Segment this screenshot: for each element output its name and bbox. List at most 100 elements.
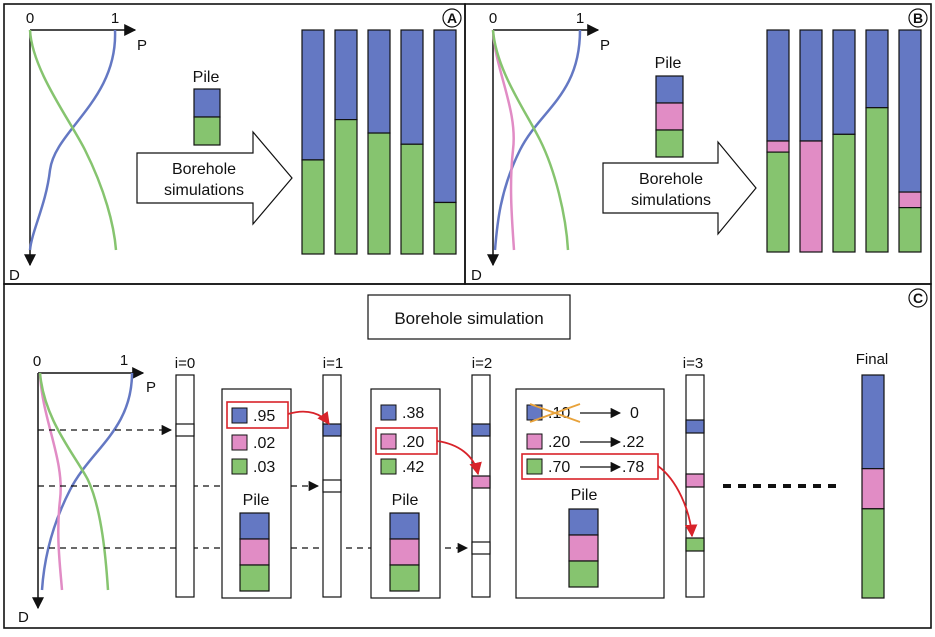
borehole-i1-cell-empty [322, 479, 342, 493]
prob-box-2: .38 .20 .42 Pile [370, 388, 441, 599]
panel-a: A 0 1 P D Pile Borehole simulations [9, 8, 462, 284]
panel-b: B 0 1 P D Pile Borehole simulations [471, 8, 928, 284]
panel-a-borehole-3-green [367, 132, 391, 255]
prob-box-1-value-green: .03 [253, 459, 275, 476]
prob-box-1-value-pink: .02 [253, 435, 275, 452]
panel-a-pile-green [193, 116, 221, 146]
panel-a-axis-one: 1 [111, 10, 119, 27]
prob-box-2-swatch-pink [380, 433, 397, 450]
svg-text:C: C [913, 290, 923, 306]
panel-b-pile-pink [655, 102, 684, 131]
svg-text:B: B [913, 10, 923, 26]
panel-a-pile-label: Pile [193, 69, 220, 86]
panel-c-title-box: Borehole simulation [367, 294, 571, 340]
step-label-i3: i=3 [683, 355, 703, 372]
panel-b-borehole-1-pink [766, 140, 790, 153]
panel-c-curve-pink [38, 372, 64, 591]
panel-b-curve-green [491, 29, 570, 251]
prob-box-1-swatch-pink [231, 434, 248, 451]
ellipsis-dots [723, 484, 836, 488]
prob-box-3-to-green: .78 [622, 459, 644, 476]
prob-box-3: .10 0 .20 .22 .70 .78 Pile [515, 388, 665, 599]
panel-b-borehole-3-green [832, 133, 856, 253]
panel-b-borehole-1-green [766, 151, 790, 253]
prob-box-2-swatch-blue [380, 404, 397, 421]
panel-c-axis-d: D [18, 609, 29, 626]
prob-box-3-swatch-green [526, 458, 543, 475]
prob-box-2-value-blue: .38 [402, 405, 424, 422]
red-arrow-1 [287, 410, 330, 426]
panel-b-axes: 0 1 P D [471, 10, 610, 284]
prob-box-2-swatch-green [380, 458, 397, 475]
panel-b-pile [655, 75, 684, 158]
panel-b-borehole-4-green [865, 107, 889, 253]
panel-a-borehole-2-green [334, 118, 358, 255]
panel-b-borehole-5-blue [898, 29, 922, 193]
svg-text:Borehole: Borehole [172, 161, 236, 178]
prob-box-3-swatch-pink [526, 433, 543, 450]
panel-c-axes: 0 1 P D [18, 352, 156, 626]
panel-b-axis-origin: 0 [489, 10, 497, 27]
panel-a-borehole-2-blue [334, 29, 358, 121]
prob-box-3-cross-out [529, 403, 581, 423]
borehole-i2-cell-empty [471, 541, 491, 555]
panel-b-axis-p: P [600, 37, 610, 54]
panel-b-axis-d: D [471, 267, 482, 284]
panel-c-badge: C [908, 288, 928, 308]
svg-text:simulations: simulations [164, 182, 244, 199]
prob-box-2-pile-blue [389, 512, 420, 540]
prob-box-3-from-green: .70 [548, 459, 570, 476]
prob-box-3-pile-pink [568, 534, 599, 562]
prob-box-3-to-pink: .22 [622, 434, 644, 451]
panel-c-axis-origin: 0 [33, 353, 41, 370]
borehole-i1 [322, 374, 342, 598]
panel-a-borehole-5-green [433, 201, 457, 255]
step-label-i2: i=2 [472, 355, 492, 372]
final-borehole-segment-1-blue [861, 374, 885, 470]
panel-c-axis-p: P [146, 379, 156, 396]
svg-text:simulations: simulations [631, 192, 711, 209]
panel-a-borehole-5-blue [433, 29, 457, 204]
panel-c: C Borehole simulation 0 1 P D i=0 i=1 i=… [18, 288, 928, 626]
panel-c-curve-blue [40, 372, 134, 591]
borehole-i3-cell-blue [685, 419, 705, 434]
borehole-i0 [175, 374, 195, 598]
prob-box-2-pile-pink [389, 538, 420, 566]
panel-b-boreholes [766, 29, 922, 253]
borehole-i3 [685, 374, 705, 598]
prob-box-1: .95 .02 .03 Pile [221, 388, 292, 599]
borehole-i1-cell-blue [322, 423, 342, 437]
panel-a-borehole-1-blue [301, 29, 325, 161]
panel-b-borehole-5-green [898, 207, 922, 253]
prob-box-1-pile-blue [239, 512, 270, 540]
panel-b-borehole-3-blue [832, 29, 856, 135]
panel-a-axis-p: P [137, 37, 147, 54]
panel-b-borehole-2-blue [799, 29, 823, 142]
prob-box-3-pile-blue [568, 508, 599, 536]
step-label-i0: i=0 [175, 355, 195, 372]
panel-b-simulation-arrow: Borehole simulations [602, 140, 757, 236]
prob-box-1-value-blue: .95 [253, 408, 275, 425]
panel-b-pile-green [655, 129, 684, 158]
borehole-i2-cell-pink [471, 475, 491, 489]
step-label-final: Final [856, 351, 889, 368]
borehole-i0-cell [175, 423, 195, 437]
panel-b-borehole-1-blue [766, 29, 790, 142]
panel-a-axes: 0 1 P D [9, 10, 147, 284]
panel-a-curve-blue [28, 29, 117, 251]
svg-text:Borehole: Borehole [639, 171, 703, 188]
panel-c-curve-green [38, 372, 110, 591]
red-arrow-3 [657, 465, 698, 538]
panel-a-pile [193, 88, 221, 146]
panel-a-simulation-arrow: Borehole simulations [136, 130, 293, 226]
prob-box-1-swatch-green [231, 458, 248, 475]
prob-box-2-pile-label: Pile [392, 492, 419, 509]
panel-a-pile-blue [193, 88, 221, 118]
panel-b-badge: B [908, 8, 928, 28]
panel-b-curve-pink [491, 29, 516, 251]
panel-c-axis-one: 1 [120, 352, 128, 369]
prob-box-2-pile-green [389, 564, 420, 592]
panel-a-badge: A [442, 8, 462, 28]
prob-box-1-swatch-blue [231, 407, 248, 424]
